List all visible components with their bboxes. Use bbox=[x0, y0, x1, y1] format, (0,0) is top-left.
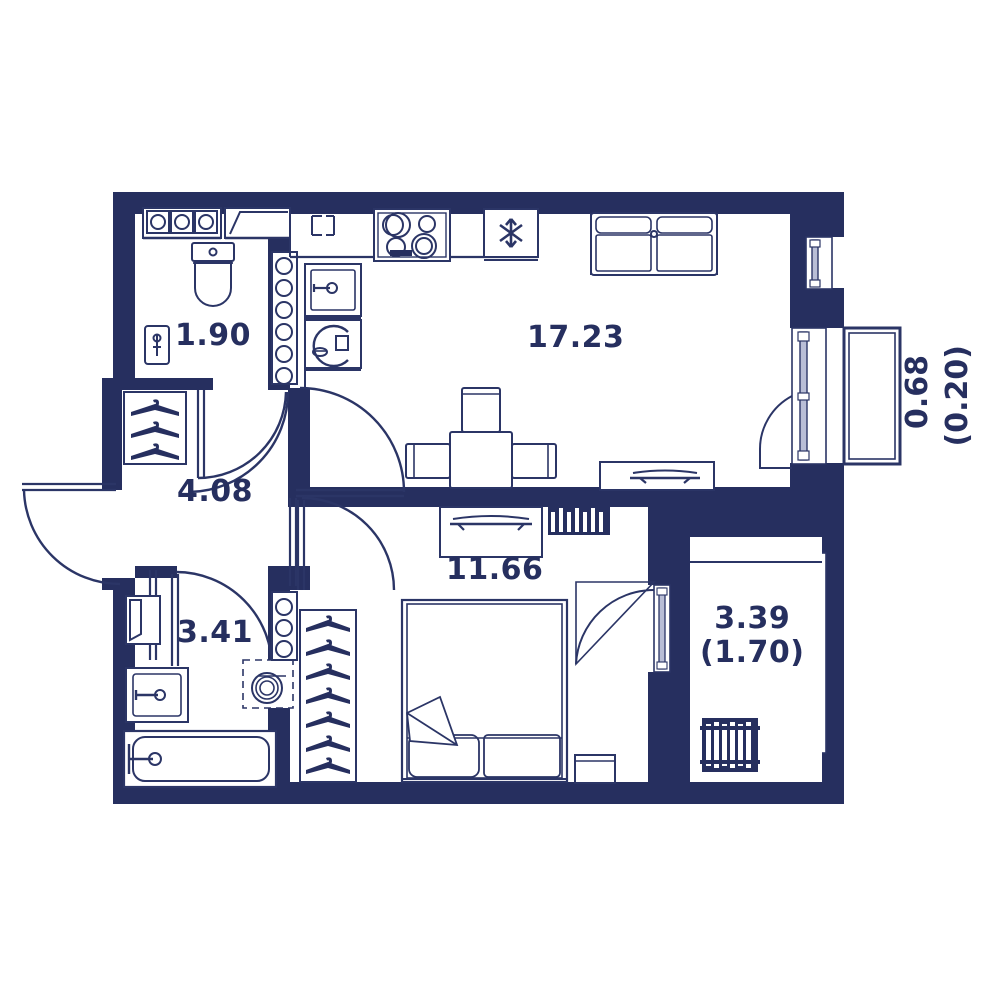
dishwasher bbox=[304, 319, 362, 369]
wall-kitchen-hall bbox=[288, 388, 310, 498]
dining-table bbox=[405, 387, 557, 489]
living-window bbox=[805, 236, 833, 290]
wall-left-upper bbox=[113, 192, 135, 388]
door-arcs bbox=[175, 386, 406, 669]
washing-machine bbox=[242, 659, 294, 709]
arc-bedroom-door bbox=[301, 496, 396, 591]
bath-riser bbox=[271, 591, 298, 661]
cooktop bbox=[373, 208, 451, 262]
loggia-group bbox=[842, 326, 902, 466]
bedroom-balcony-door bbox=[575, 581, 671, 673]
wall-right-upper-a bbox=[790, 192, 844, 237]
wall-balcony-right bbox=[822, 507, 844, 804]
desk bbox=[439, 506, 543, 558]
bathtub bbox=[122, 729, 278, 789]
hall-closet bbox=[123, 391, 187, 465]
arc-bath-door bbox=[175, 570, 274, 669]
nightstand bbox=[574, 754, 616, 784]
living-door bbox=[189, 391, 290, 494]
wall-balcony-left bbox=[668, 507, 690, 804]
kitchen-sink bbox=[304, 263, 362, 317]
area-label-loggia-main: 0.68 bbox=[900, 355, 935, 430]
area-label-balcony-coeff: (1.70) bbox=[700, 634, 805, 670]
wall-living-bedroom bbox=[288, 487, 670, 507]
loggia-outline-inner bbox=[848, 332, 896, 460]
balcony-rack bbox=[700, 718, 760, 772]
area-label-hall: 4.08 bbox=[177, 474, 254, 509]
tv-console bbox=[599, 461, 715, 491]
door-leaves bbox=[170, 500, 306, 666]
area-label-wc: 1.90 bbox=[175, 318, 252, 353]
wall-top bbox=[113, 192, 844, 214]
area-label-bathroom: 3.41 bbox=[177, 615, 254, 650]
bedroom-furniture bbox=[400, 506, 616, 784]
loggia-outline bbox=[842, 326, 902, 466]
wall-right-upper-b bbox=[790, 288, 844, 328]
wall-wc-bottom bbox=[113, 378, 213, 390]
wall-balcony-bottom bbox=[668, 782, 844, 804]
arc-living-door bbox=[299, 386, 406, 493]
bed bbox=[400, 598, 569, 784]
wc-door bbox=[196, 390, 288, 480]
wall-living-right bbox=[790, 237, 810, 288]
area-label-bedroom: 11.66 bbox=[446, 552, 544, 587]
area-label-balcony: 3.39 (1.70) bbox=[700, 603, 804, 668]
radiator bbox=[548, 507, 610, 535]
kitchen-cabinet bbox=[311, 215, 335, 236]
wardrobe-hangers bbox=[306, 615, 350, 774]
area-label-loggia-coeff: (0.20) bbox=[940, 345, 975, 447]
wall-left-hall bbox=[102, 378, 122, 488]
bath-fixtures bbox=[122, 591, 298, 789]
living-balcony-door bbox=[758, 327, 827, 469]
wall-bedroom-right-b bbox=[648, 672, 670, 804]
arc-living-door-leaf bbox=[296, 488, 404, 498]
sofa bbox=[590, 212, 718, 276]
ventilation-shaft bbox=[271, 251, 298, 385]
coat-hangers bbox=[131, 399, 179, 460]
area-label-balcony-main: 3.39 bbox=[714, 601, 791, 636]
living-furniture bbox=[405, 212, 718, 491]
wall-living-bedroom-r bbox=[668, 487, 790, 507]
bathroom-sink bbox=[125, 667, 189, 723]
bath-corner-unit bbox=[125, 595, 161, 645]
area-label-living: 17.23 bbox=[527, 320, 625, 355]
bedroom-wardrobe bbox=[299, 609, 357, 783]
kitchen-fixtures bbox=[289, 208, 539, 388]
balcony-fixtures bbox=[690, 537, 822, 782]
toilet bbox=[191, 242, 235, 307]
bedroom-door bbox=[288, 498, 298, 586]
wc-fixtures bbox=[142, 207, 298, 385]
wc-sink bbox=[144, 325, 170, 365]
wall-balcony-top bbox=[668, 507, 844, 537]
freezer-appliance bbox=[483, 208, 539, 261]
wall-bedroom-right bbox=[648, 507, 670, 585]
entry-door bbox=[22, 482, 121, 586]
